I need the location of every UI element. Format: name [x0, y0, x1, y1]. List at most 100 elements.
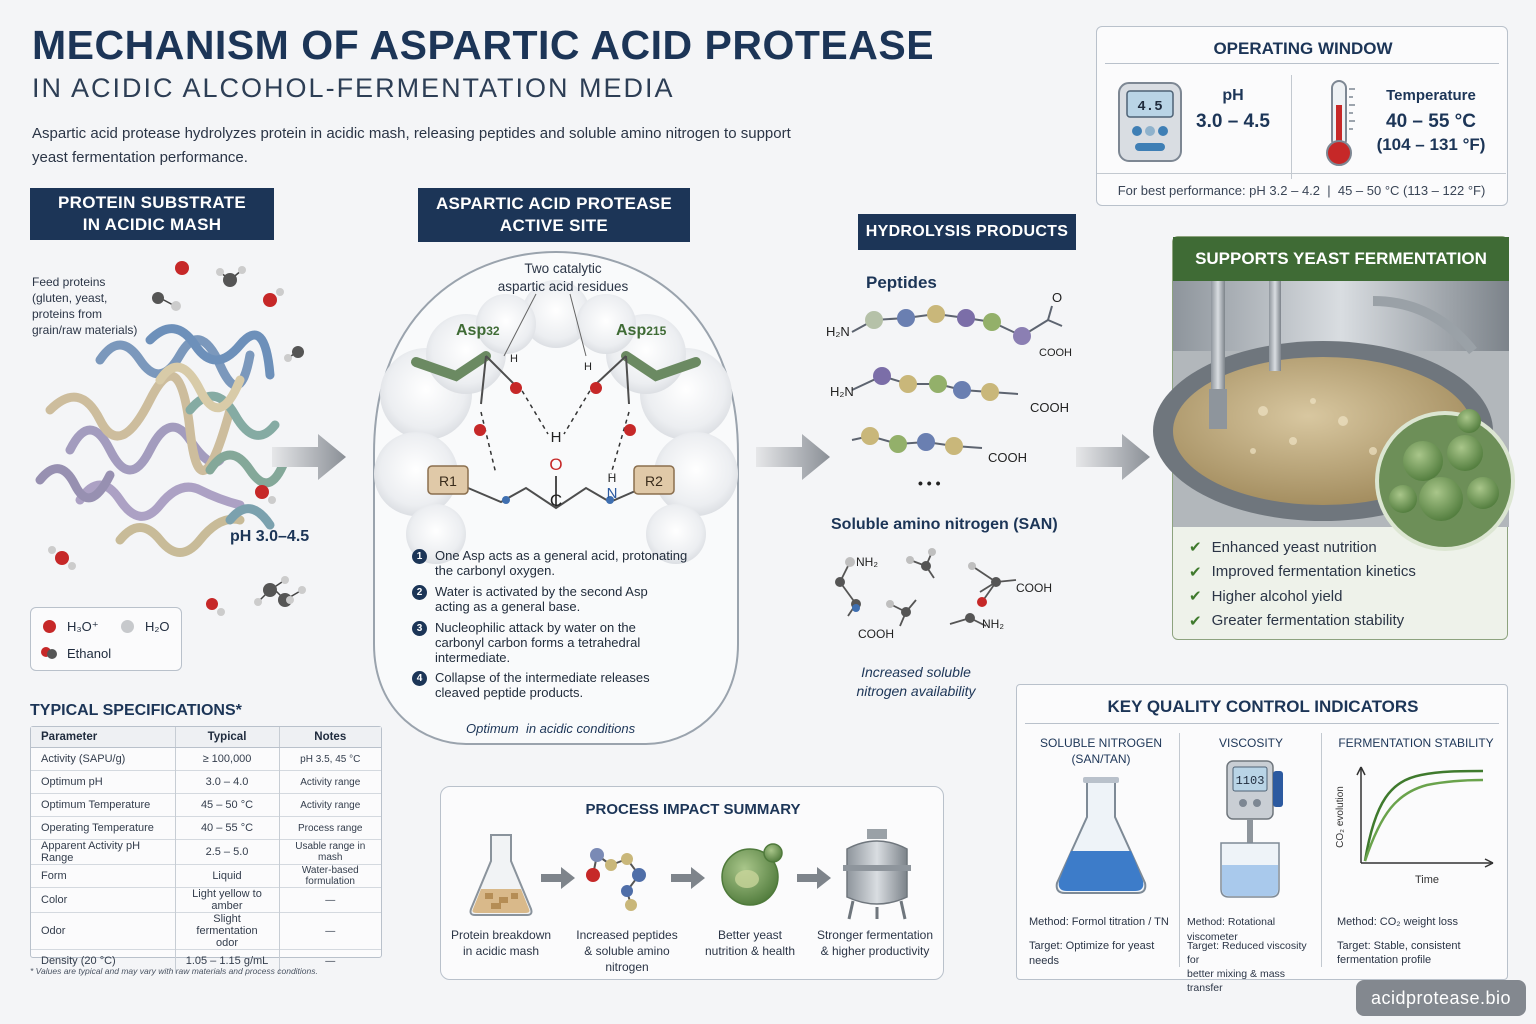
yeast-cell-icon	[721, 843, 783, 906]
qc-head-line: SOLUBLE NITROGEN	[1039, 736, 1163, 750]
asp215-label: Asp215	[616, 322, 666, 340]
specs-footnote: * Values are typical and may vary with r…	[30, 966, 318, 976]
column-header: Parameter	[31, 727, 175, 748]
nh2-label: NH₂	[856, 555, 878, 569]
r1-label: R1	[439, 473, 457, 489]
table-cell: 45 – 50 °C	[174, 793, 279, 817]
operating-window-title: OPERATING WINDOW	[1213, 39, 1393, 58]
san-label: Soluble amino nitrogen (SAN)	[831, 516, 1058, 533]
carbonyl-oxygen: O	[1052, 290, 1062, 305]
substrate-note-line: grain/raw materials)	[32, 323, 138, 337]
asp32-name: Asp	[456, 322, 487, 339]
peptide-chains-illustration: O COOH H₂N H₂N COOH COOH • • •	[826, 290, 1072, 491]
viscometer-icon: 1103	[1220, 760, 1283, 898]
products-title: HYDROLYSIS PRODUCTS	[858, 214, 1076, 250]
yeast-panel-title: SUPPORTS YEAST FERMENTATION	[1173, 237, 1509, 281]
free-molecules	[206, 576, 294, 616]
qc-col3-method: Method: CO₂ weight loss	[1337, 916, 1459, 928]
table-cell: Optimum pH	[31, 770, 175, 794]
substrate-note-line: proteins from	[32, 307, 103, 321]
step-number: 4	[412, 671, 427, 686]
table-cell: Activity range	[278, 770, 381, 794]
chart-x-label: Time	[1415, 874, 1439, 886]
qc-col3-target: Target: Stable, consistent fermentation p…	[1337, 939, 1507, 967]
cooh-label: COOH	[1016, 581, 1052, 595]
process-label-line: & soluble amino	[584, 944, 670, 958]
qc-col2-method: Method: Rotational viscometer	[1187, 916, 1276, 943]
specs-table: Parameter Typical Notes Activity (SAPU/g…	[31, 727, 381, 973]
process-panel: PROCESS IMPACT SUMMARY Protein breakdown…	[440, 786, 944, 980]
amide-nitrogen: N	[607, 485, 618, 502]
table-cell: Form	[31, 864, 175, 888]
qc-target-line: Target: Reduced viscosity for	[1187, 940, 1307, 966]
substrate-note-line: Feed proteins	[32, 275, 106, 289]
fermentation-tank-illustration	[1153, 281, 1515, 551]
chart-y-label: CO₂ evolution	[1335, 786, 1346, 848]
intro-text: Aspartic acid protease hydrolyzes protei…	[32, 125, 791, 166]
carbonyl-oxygen: O	[549, 455, 562, 474]
increased-nitrogen-note: Increased soluble nitrogen availability	[848, 663, 984, 701]
process-label-line: Increased peptides	[576, 928, 678, 942]
asp32-hydrogen: H	[510, 353, 518, 365]
table-row: Density (20 °C)1.05 – 1.15 g/mL—	[31, 949, 381, 973]
r2-label: R2	[645, 473, 663, 489]
nh2-label: NH₂	[982, 617, 1004, 631]
arrow-right-icon	[541, 867, 575, 889]
fermentation-curve-2	[1363, 778, 1484, 862]
table-cell: —	[278, 887, 381, 913]
column-header: Typical	[174, 727, 279, 748]
table-cell: Liquid	[174, 864, 279, 888]
process-label-line: Stronger fermentation	[816, 928, 934, 942]
cooh-label: COOH	[1039, 347, 1072, 359]
process-label-line: nitrogen	[605, 960, 649, 974]
ethanol-icon	[47, 649, 57, 659]
watermark-link[interactable]: acidprotease.bio	[1356, 980, 1526, 1016]
operating-window-panel: OPERATING WINDOW 4.5 pH 3.0 – 4.5 Temper…	[1096, 26, 1508, 206]
substrate-title-line2: IN ACIDIC MASH	[82, 215, 222, 234]
process-label-line: Better yeast	[717, 928, 783, 942]
qc-target-line: fermentation profile	[1337, 954, 1432, 966]
qc-col1-method: Method: Formol titration / TN	[1029, 916, 1169, 928]
active-site-title-line2: ACTIVE SITE	[499, 216, 609, 235]
legend-ethanol: Ethanol	[67, 646, 112, 661]
process-label-line: in acidic mash	[462, 944, 540, 958]
substrate-title-line1: PROTEIN SUBSTRATE	[57, 193, 247, 212]
ellipsis: • • •	[918, 475, 941, 491]
temperature-value-f: (104 – 131 °F)	[1376, 135, 1486, 154]
benefit-text: Enhanced yeast nutrition	[1211, 538, 1377, 556]
process-step-4-label: Stronger fermentation& higher productivi…	[811, 927, 939, 959]
yeast-benefits-list: ✔Enhanced yeast nutrition ✔Improved ferm…	[1189, 535, 1416, 633]
benefit-item: ✔Enhanced yeast nutrition	[1189, 535, 1416, 560]
arrow-right-icon	[797, 867, 831, 889]
arrow-right-icon	[1076, 434, 1150, 480]
benefit-item: ✔Higher alcohol yield	[1189, 584, 1416, 609]
ph-meter-icon: 4.5	[1118, 82, 1182, 162]
carbonyl-carbon: C	[550, 491, 562, 510]
h2n-label: H₂N	[830, 384, 854, 399]
divider	[1025, 723, 1499, 724]
divider	[1321, 733, 1322, 967]
process-title: PROCESS IMPACT SUMMARY	[585, 801, 801, 818]
note-line: Increased soluble	[861, 664, 971, 680]
table-cell: Odor	[31, 912, 175, 950]
qc-head-line: (SAN/TAN)	[1071, 752, 1131, 766]
specs-table-panel: Parameter Typical Notes Activity (SAPU/g…	[30, 726, 382, 973]
note-line: nitrogen availability	[856, 683, 976, 699]
step-number: 3	[412, 621, 427, 636]
check-icon: ✔	[1189, 612, 1202, 630]
cooh-label: COOH	[988, 450, 1027, 465]
legend-h3o: H₃O⁺	[67, 619, 99, 634]
benefit-text: Greater fermentation stability	[1211, 612, 1405, 630]
substrate-title: PROTEIN SUBSTRATE IN ACIDIC MASH	[30, 188, 274, 240]
table-cell: —	[278, 949, 381, 973]
table-cell: 2.5 – 5.0	[174, 839, 279, 865]
qc-target-line: Target: Stable, consistent	[1337, 940, 1461, 952]
substrate-ph: pH 3.0–4.5	[230, 528, 310, 545]
